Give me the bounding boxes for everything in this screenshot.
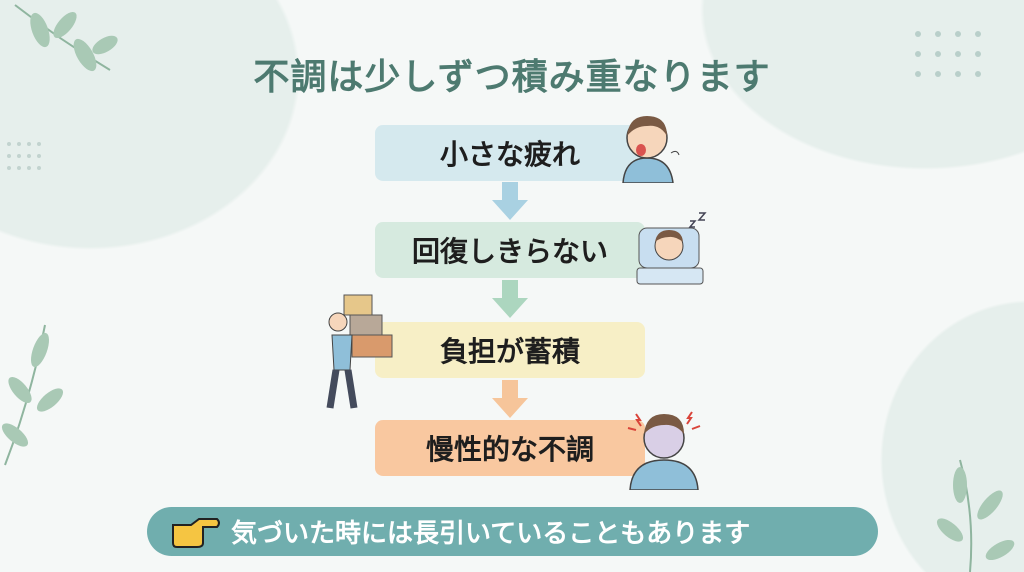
- yawning-person-illustration: [622, 116, 680, 183]
- arrow-down-icon: [492, 182, 528, 220]
- leaf-decoration-icon: [936, 459, 1015, 572]
- person-carrying-boxes-illustration: [326, 294, 393, 409]
- step-burden-accumulates: 負担が蓄積: [375, 322, 645, 378]
- footer-note-text: 気づいた時には長引いていることもあります: [231, 519, 751, 549]
- step-chronic-illness: 慢性的な不調: [375, 420, 645, 476]
- leaf-decoration-icon: [14, 4, 118, 72]
- page-title: 不調は少しずつ積み重なります: [253, 57, 771, 98]
- arrow-down-icon: [492, 380, 528, 418]
- dot-pattern: [915, 31, 981, 77]
- pointing-hand-icon: [172, 517, 220, 548]
- sleeping-person-illustration: [636, 212, 707, 285]
- dot-pattern: [7, 142, 41, 170]
- arrow-down-icon: [492, 280, 528, 318]
- step-not-recovering: 回復しきらない: [375, 222, 645, 278]
- footer-note-banner: 気づいた時には長引いていることもあります: [147, 507, 878, 556]
- headache-person-illustration: [627, 411, 701, 490]
- leaf-decoration-icon: [1, 324, 64, 466]
- step-small-fatigue: 小さな疲れ: [375, 125, 645, 181]
